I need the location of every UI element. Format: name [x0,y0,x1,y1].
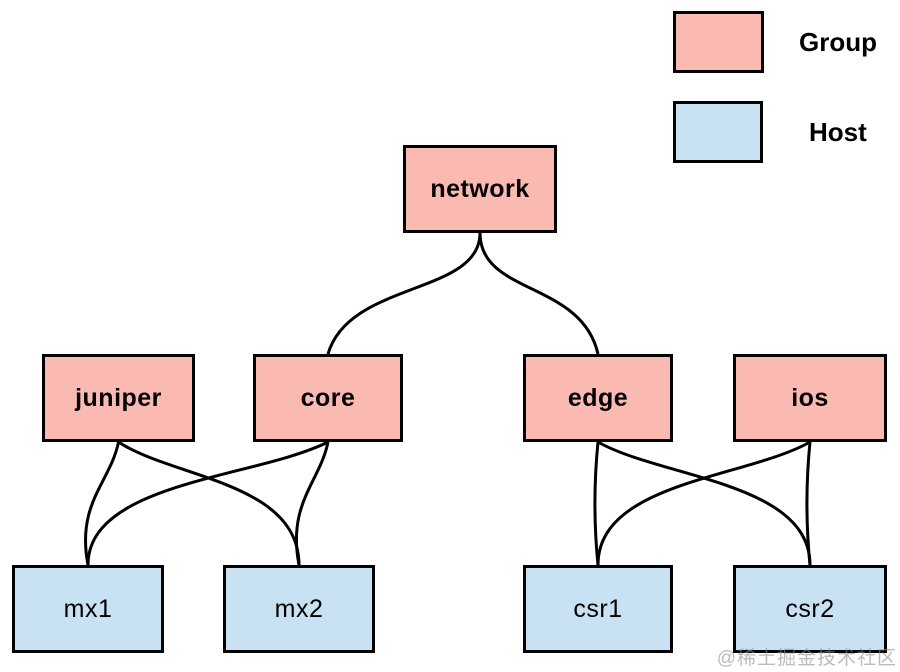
node-mx1: mx1 [12,565,164,653]
node-csr1: csr1 [523,565,673,653]
legend-host-label: Host [809,117,867,147]
edge-core-mx2 [294,441,330,566]
watermark: @稀土掘金技术社区 [716,648,897,669]
edge-network-core [326,232,482,355]
node-network: network [403,145,557,233]
edge-network-edge [478,232,600,355]
node-core: core [253,354,403,442]
edge-ios-csr1 [596,440,811,566]
edge-juniper-mx1 [83,441,120,566]
edge-ios-csr2 [805,441,812,566]
node-edge: edge [523,354,673,442]
edge-edge-csr2 [597,440,812,566]
node-juniper: juniper [42,354,195,442]
legend-group-label: Group [799,27,877,57]
node-mx2: mx2 [223,565,375,653]
legend-host-swatch [673,101,763,163]
edge-core-mx1 [86,440,329,566]
legend-group-swatch [673,11,764,73]
node-csr2: csr2 [733,565,887,653]
edge-juniper-mx2 [117,440,301,566]
node-ios: ios [733,354,887,442]
edge-edge-csr1 [593,441,600,566]
